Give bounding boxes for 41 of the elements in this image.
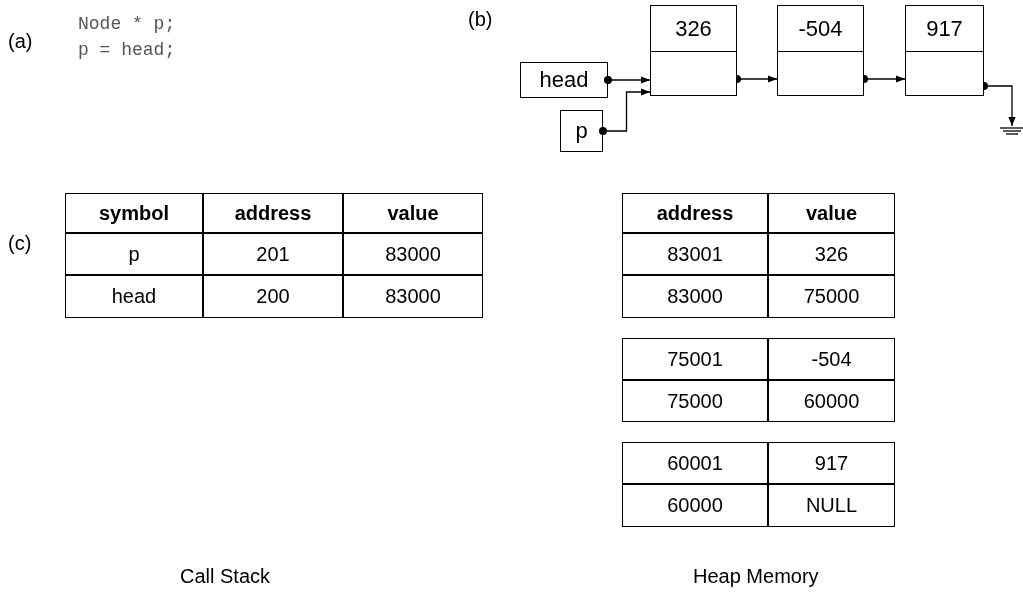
list-node-box <box>777 5 864 96</box>
table-cell: head <box>65 275 203 318</box>
caption-text: Call Stack <box>180 565 271 588</box>
table-header-cell: address <box>622 193 768 233</box>
table-header-cell: value <box>768 193 895 233</box>
node-value: 326 <box>675 15 712 42</box>
list-node-box <box>650 5 737 96</box>
table-header-cell: address <box>203 193 343 233</box>
pointer-arrow <box>599 88 651 135</box>
ground-symbol <box>999 127 1023 135</box>
table-cell: 83001 <box>622 233 768 275</box>
caption-text: Heap Memory <box>693 565 819 588</box>
table-cell: -504 <box>768 338 895 380</box>
table-cell: 75001 <box>622 338 768 380</box>
table-cell: 60001 <box>622 442 768 484</box>
pointer-box: p <box>560 110 603 152</box>
node-value: -504 <box>798 15 843 42</box>
table-cell: 83000 <box>343 233 483 275</box>
table-cell: 201 <box>203 233 343 275</box>
panel-label: (a) <box>8 30 33 53</box>
table-header-cell: symbol <box>65 193 203 233</box>
table-cell: NULL <box>768 484 895 527</box>
table-cell: 917 <box>768 442 895 484</box>
table-cell: 83000 <box>622 275 768 318</box>
table-cell: 200 <box>203 275 343 318</box>
table-cell: 83000 <box>343 275 483 318</box>
table-cell: p <box>65 233 203 275</box>
code-line: p = head; <box>78 40 176 60</box>
table-cell: 326 <box>768 233 895 275</box>
table-cell: 60000 <box>768 380 895 422</box>
panel-label: (b) <box>468 8 493 31</box>
pointer-arrow <box>604 76 651 84</box>
node-value: 917 <box>926 15 963 42</box>
panel-label: (c) <box>8 232 32 255</box>
table-cell: 75000 <box>768 275 895 318</box>
code-line: Node * p; <box>78 14 176 34</box>
table-cell: 60000 <box>622 484 768 527</box>
list-node-box <box>905 5 984 96</box>
pointer-box: head <box>520 62 608 98</box>
table-cell: 75000 <box>622 380 768 422</box>
table-header-cell: value <box>343 193 483 233</box>
